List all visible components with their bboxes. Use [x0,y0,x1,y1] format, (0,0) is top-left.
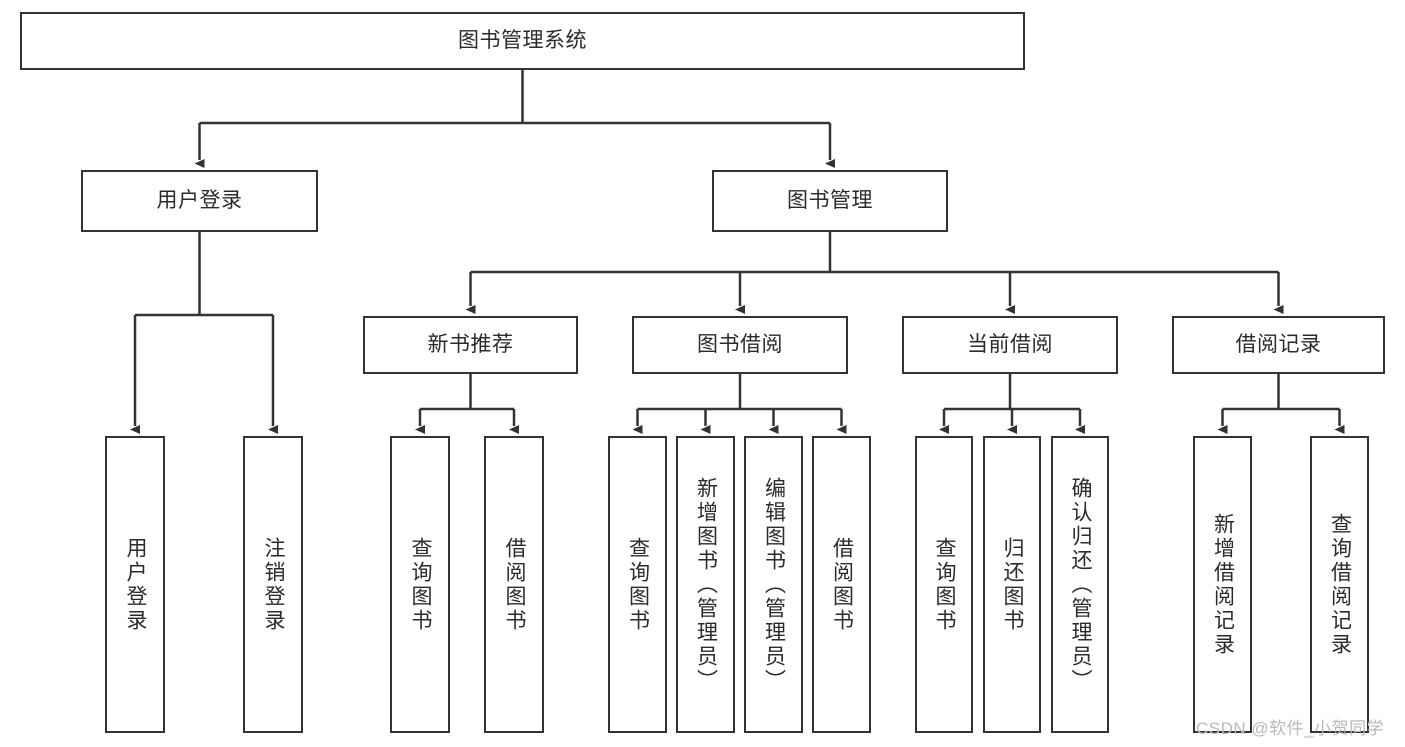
node-book-manage[interactable]: 图书管理 [712,170,948,232]
node-leaf-query-book-c[interactable]: 查询图书 [915,436,973,733]
csdn-watermark: CSDN @软件_小贺同学 [1196,719,1385,738]
node-label-leaf-query-book-b: 查询图书 [626,536,650,633]
node-book-borrow[interactable]: 图书借阅 [632,316,848,374]
node-label-leaf-borrow-book-b: 借阅图书 [830,536,854,633]
node-leaf-edit-book[interactable]: 编辑图书（管理员） [744,436,803,733]
node-leaf-borrow-book-b[interactable]: 借阅图书 [812,436,871,733]
node-leaf-query-book-rec[interactable]: 查询图书 [390,436,450,733]
node-label-leaf-edit-book: 编辑图书（管理员） [762,476,786,693]
node-label-book-borrow: 图书借阅 [697,333,783,357]
node-current-borrow[interactable]: 当前借阅 [902,316,1118,374]
node-leaf-user-login[interactable]: 用户登录 [105,436,165,733]
node-leaf-return-book[interactable]: 归还图书 [983,436,1041,733]
node-new-book-rec[interactable]: 新书推荐 [363,316,578,374]
node-leaf-add-record[interactable]: 新增借阅记录 [1193,436,1252,733]
node-label-leaf-query-book-rec: 查询图书 [409,536,433,633]
node-leaf-borrow-book-rec[interactable]: 借阅图书 [484,436,544,733]
node-label-leaf-borrow-book-rec: 借阅图书 [503,536,527,633]
node-label-user-login: 用户登录 [156,189,243,213]
node-leaf-query-record[interactable]: 查询借阅记录 [1310,436,1369,733]
node-leaf-confirm-return[interactable]: 确认归还（管理员） [1051,436,1109,733]
node-leaf-add-book[interactable]: 新增图书（管理员） [676,436,735,733]
node-label-leaf-user-login: 用户登录 [124,536,148,633]
node-label-new-book-rec: 新书推荐 [427,333,514,357]
node-leaf-logout[interactable]: 注销登录 [243,436,303,733]
node-user-login[interactable]: 用户登录 [81,170,318,232]
node-label-leaf-logout: 注销登录 [262,536,286,633]
node-root[interactable]: 图书管理系统 [20,12,1025,70]
node-label-leaf-add-record: 新增借阅记录 [1211,512,1235,657]
node-label-leaf-add-book: 新增图书（管理员） [694,476,718,693]
node-leaf-query-book-b[interactable]: 查询图书 [608,436,667,733]
node-label-leaf-query-record: 查询借阅记录 [1328,512,1352,657]
node-borrow-record[interactable]: 借阅记录 [1172,316,1385,374]
node-label-root: 图书管理系统 [458,29,587,53]
node-label-book-manage: 图书管理 [787,189,873,213]
node-label-leaf-return-book: 归还图书 [1001,536,1025,633]
node-label-leaf-confirm-return: 确认归还（管理员） [1069,476,1093,693]
node-label-leaf-query-book-c: 查询图书 [933,536,957,633]
node-label-borrow-record: 借阅记录 [1235,333,1322,357]
node-label-current-borrow: 当前借阅 [967,333,1053,357]
